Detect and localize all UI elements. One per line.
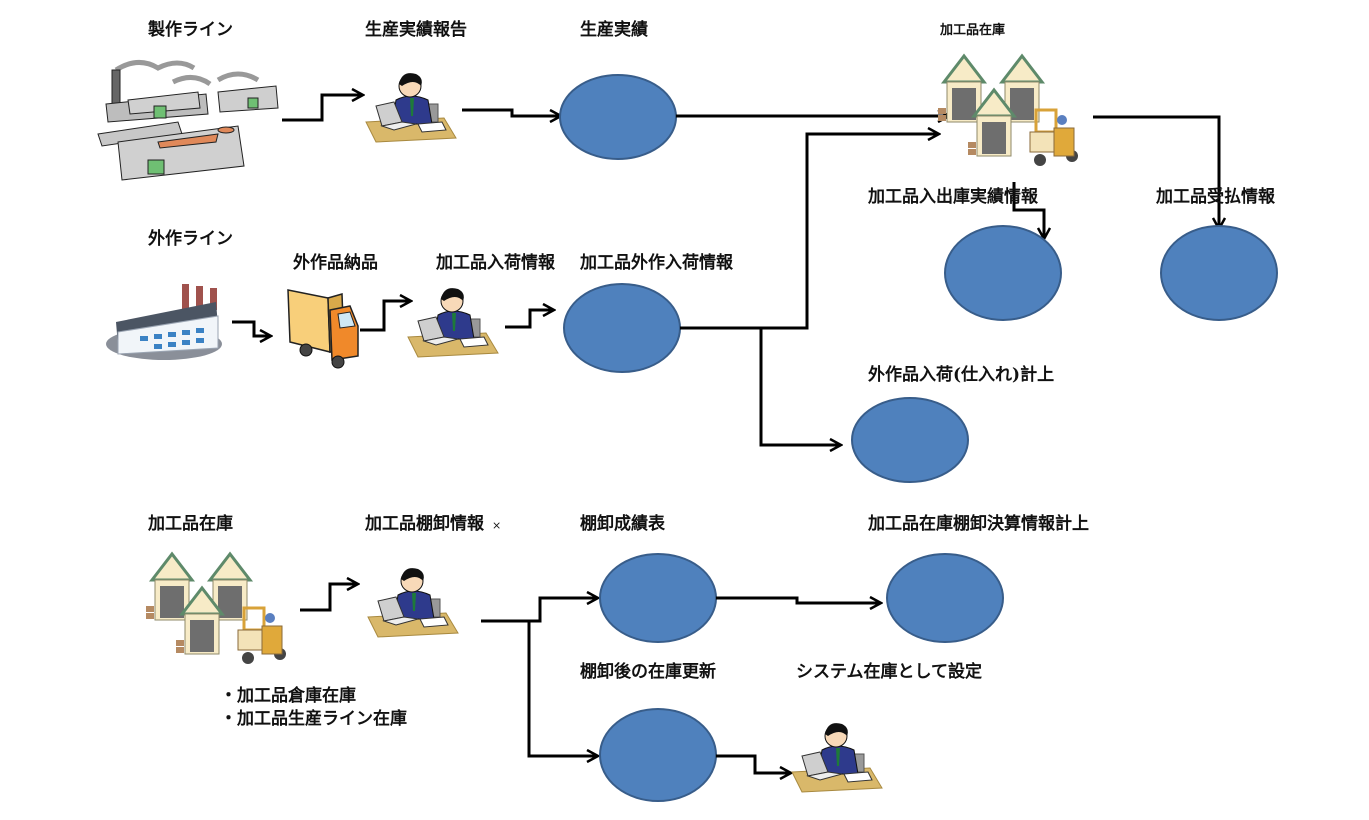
label-outsource-purchase: 外作品入荷(仕入れ)計上 bbox=[868, 365, 1055, 385]
stock-note-item: ・加工品倉庫在庫 bbox=[220, 686, 356, 706]
label-inventory-update: 棚卸後の在庫更新 bbox=[580, 662, 716, 682]
connector-factory-to-report bbox=[282, 95, 362, 122]
modern-factory-icon bbox=[106, 284, 222, 360]
label-warehouse-stocktake: 加工品在庫 bbox=[148, 514, 233, 534]
connector-outsource-to-purchase bbox=[759, 328, 840, 445]
person-laptop-icon bbox=[791, 722, 883, 793]
connector-person-to-update bbox=[527, 621, 597, 756]
connector-warehouse-to-receipt-payment bbox=[1093, 115, 1219, 228]
label-stocktake-result: 棚卸成績表 bbox=[580, 514, 665, 534]
node-inventory-update bbox=[599, 708, 717, 802]
node-settlement bbox=[886, 553, 1004, 643]
label-production-report: 生産実績報告 bbox=[365, 20, 467, 40]
connector-outsource-to-warehouse bbox=[680, 134, 938, 330]
label-stocktake-info: 加工品棚卸情報 × bbox=[365, 516, 501, 533]
connector-person-to-outsource-node bbox=[505, 310, 553, 329]
connector-report-to-result bbox=[462, 108, 560, 116]
label-production-line: 製作ライン bbox=[148, 20, 233, 40]
node-outsource-receipt bbox=[563, 283, 681, 373]
person-laptop-icon bbox=[407, 287, 499, 358]
warehouse-forklift-icon bbox=[938, 53, 1078, 166]
label-receipt-info: 加工品入荷情報 bbox=[436, 253, 555, 273]
stock-notes: ・加工品倉庫在庫 ・加工品生産ライン在庫 bbox=[220, 685, 407, 731]
connector-outfactory-to-truck bbox=[232, 320, 270, 336]
connector-truck-to-person bbox=[360, 301, 410, 332]
connector-result-to-settlement bbox=[716, 598, 880, 603]
label-outsource-receipt: 加工品外作入荷情報 bbox=[580, 253, 733, 273]
stock-note-item: ・加工品生産ライン在庫 bbox=[220, 709, 407, 729]
node-stocktake-result bbox=[599, 553, 717, 643]
connector-warehouse-to-inout bbox=[1012, 182, 1044, 238]
person-laptop-icon bbox=[367, 567, 459, 638]
label-settlement: 加工品在庫棚卸決算情報計上 bbox=[868, 514, 1089, 534]
person-laptop-icon bbox=[365, 72, 457, 143]
connector-warehouse2-to-person bbox=[300, 584, 357, 612]
connector-person-to-result-table bbox=[481, 598, 597, 623]
label-stocktake-info-mark: × bbox=[492, 519, 502, 532]
label-outsource-delivery: 外作品納品 bbox=[293, 253, 378, 273]
label-system-set: システム在庫として設定 bbox=[796, 662, 982, 682]
delivery-truck-icon bbox=[287, 289, 359, 369]
connector-update-to-system bbox=[716, 754, 790, 773]
node-outsource-purchase bbox=[851, 397, 969, 483]
label-inout-record: 加工品入出庫実績情報 bbox=[868, 187, 1038, 207]
label-outsource-line: 外作ライン bbox=[148, 229, 233, 249]
label-production-result: 生産実績 bbox=[580, 20, 648, 40]
label-stocktake-info-text: 加工品棚卸情報 bbox=[365, 514, 484, 534]
label-warehouse-top: 加工品在庫 bbox=[940, 23, 1006, 38]
warehouse-forklift-icon bbox=[144, 552, 286, 664]
label-receipt-payment: 加工品受払情報 bbox=[1156, 187, 1275, 207]
node-receipt-payment bbox=[1160, 225, 1278, 321]
node-production-result bbox=[559, 74, 677, 160]
factory-icon bbox=[97, 60, 279, 181]
node-inout-record bbox=[944, 225, 1062, 321]
